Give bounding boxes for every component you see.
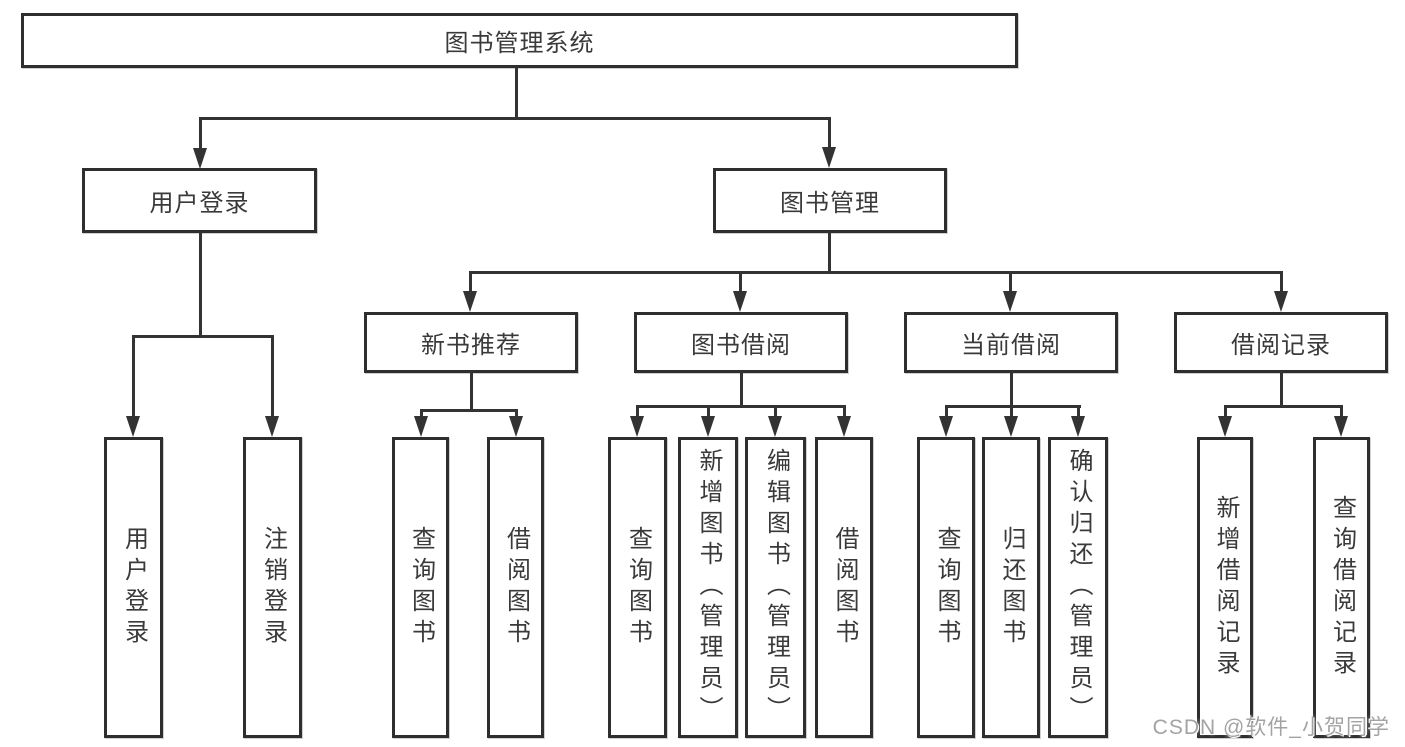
leaf-confirm-return-admin: 确认归还（管理员） — [1048, 437, 1108, 738]
connector-line — [740, 371, 743, 408]
connector-line — [1340, 405, 1343, 420]
leaf-edit-books-admin: 编辑图书（管理员） — [745, 437, 806, 738]
leaf-query-borrow-record: 查询借阅记录 — [1313, 437, 1370, 738]
leaf-query-books-1: 查询图书 — [392, 437, 449, 738]
node-book-borrow: 图书借阅 — [634, 312, 848, 373]
connector-line — [1224, 405, 1343, 408]
arrowhead-down-icon — [414, 416, 428, 437]
connector-line — [945, 405, 948, 420]
leaf-logout: 注销登录 — [243, 437, 302, 738]
arrowhead-down-icon — [1071, 416, 1085, 437]
connector-line — [420, 409, 518, 412]
node-book-management: 图书管理 — [713, 168, 947, 233]
connector-line — [271, 335, 274, 419]
arrowhead-down-icon — [939, 416, 953, 437]
connector-line — [199, 117, 831, 120]
arrowhead-down-icon — [733, 291, 747, 312]
connector-line — [132, 335, 135, 419]
connector-line — [199, 117, 202, 151]
connector-line — [1009, 271, 1012, 294]
connector-line — [828, 117, 831, 150]
node-root: 图书管理系统 — [21, 13, 1018, 68]
arrowhead-down-icon — [193, 148, 207, 169]
arrowhead-down-icon — [768, 416, 782, 437]
connector-line — [132, 335, 274, 338]
connector-line — [1077, 405, 1080, 420]
connector-line — [469, 271, 1283, 274]
connector-line — [1224, 405, 1227, 420]
connector-line — [945, 405, 1081, 408]
leaf-add-books-admin: 新增图书（管理员） — [678, 437, 738, 738]
arrowhead-down-icon — [1334, 416, 1348, 437]
node-new-book-recommend: 新书推荐 — [364, 312, 578, 373]
connector-line — [707, 405, 710, 420]
leaf-query-books-2: 查询图书 — [608, 437, 667, 738]
connector-line — [739, 271, 742, 294]
arrowhead-down-icon — [1003, 291, 1017, 312]
connector-line — [843, 405, 846, 420]
leaf-return-books: 归还图书 — [982, 437, 1040, 738]
arrowhead-down-icon — [1004, 416, 1018, 437]
connector-line — [774, 405, 777, 420]
connector-line — [1010, 405, 1013, 420]
connector-line — [469, 271, 472, 294]
arrowhead-down-icon — [265, 416, 279, 437]
arrowhead-down-icon — [1218, 416, 1232, 437]
leaf-borrow-books-2: 借阅图书 — [815, 437, 873, 738]
arrowhead-down-icon — [126, 416, 140, 437]
arrowhead-down-icon — [701, 416, 715, 437]
arrowhead-down-icon — [463, 291, 477, 312]
connector-line — [636, 405, 639, 420]
connector-line — [636, 405, 846, 408]
connector-line — [1280, 271, 1283, 294]
leaf-query-books-3: 查询图书 — [917, 437, 975, 738]
connector-line — [515, 67, 518, 119]
arrowhead-down-icon — [630, 416, 644, 437]
connector-line — [470, 371, 473, 412]
leaf-user-login: 用户登录 — [104, 437, 163, 738]
connector-line — [420, 409, 423, 420]
connector-line — [1010, 371, 1013, 408]
arrowhead-down-icon — [822, 147, 836, 168]
csdn-watermark: CSDN @软件_小贺同学 — [1152, 716, 1390, 739]
node-borrow-records: 借阅记录 — [1174, 312, 1388, 373]
leaf-add-borrow-record: 新增借阅记录 — [1197, 437, 1253, 738]
connector-line — [1280, 371, 1283, 408]
connector-line — [199, 232, 202, 338]
arrowhead-down-icon — [837, 416, 851, 437]
connector-line — [515, 409, 518, 420]
arrowhead-down-icon — [509, 416, 523, 437]
node-user-login: 用户登录 — [82, 168, 317, 233]
node-current-borrow: 当前借阅 — [904, 312, 1118, 373]
leaf-borrow-books-1: 借阅图书 — [487, 437, 544, 738]
arrowhead-down-icon — [1274, 291, 1288, 312]
connector-line — [828, 232, 831, 274]
